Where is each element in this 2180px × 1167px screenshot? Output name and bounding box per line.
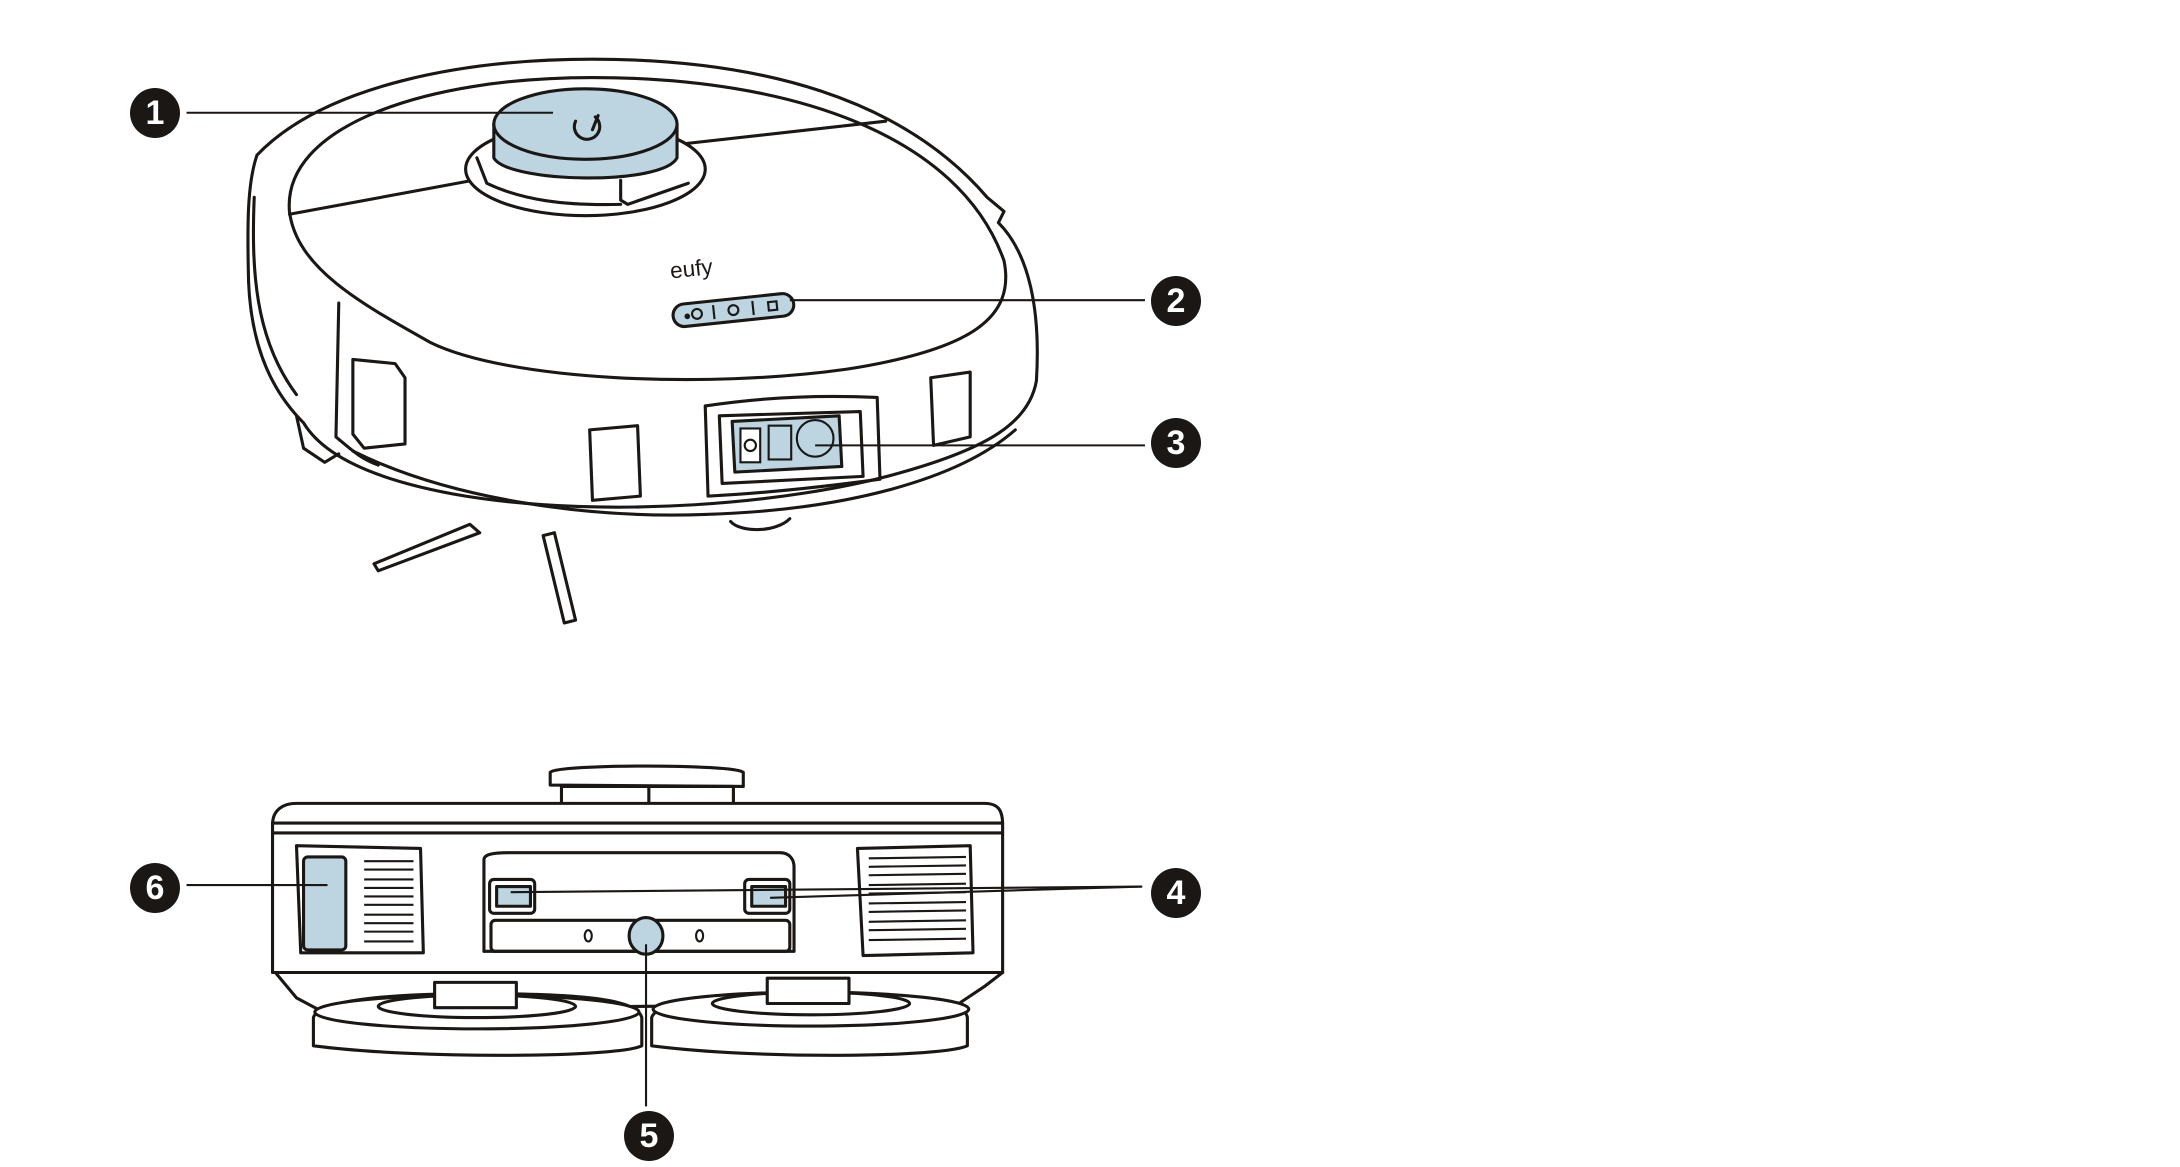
callout-number: 5 [639, 1116, 659, 1155]
callout-6: 6 [130, 863, 180, 913]
leader-lines [186, 111, 1145, 1107]
robot-top-view: eufy [246, 57, 1039, 625]
robot-front-view [270, 764, 1005, 1057]
callout-number: 3 [1166, 423, 1186, 462]
callout-1: 1 [130, 88, 180, 138]
indicator-panel [671, 292, 796, 329]
eufy-logo: eufy [669, 254, 715, 283]
callout-2: 2 [1151, 276, 1201, 326]
mop-right [650, 976, 971, 1057]
callout-number: 2 [1166, 281, 1186, 320]
callout-number: 1 [145, 93, 165, 132]
callout-5: 5 [624, 1111, 674, 1161]
power-icon [572, 114, 602, 141]
mop-left [311, 980, 644, 1057]
callout-number: 4 [1166, 873, 1186, 912]
callout-4: 4 [1151, 868, 1201, 918]
callout-number: 6 [145, 868, 165, 907]
callout-3: 3 [1151, 418, 1201, 468]
